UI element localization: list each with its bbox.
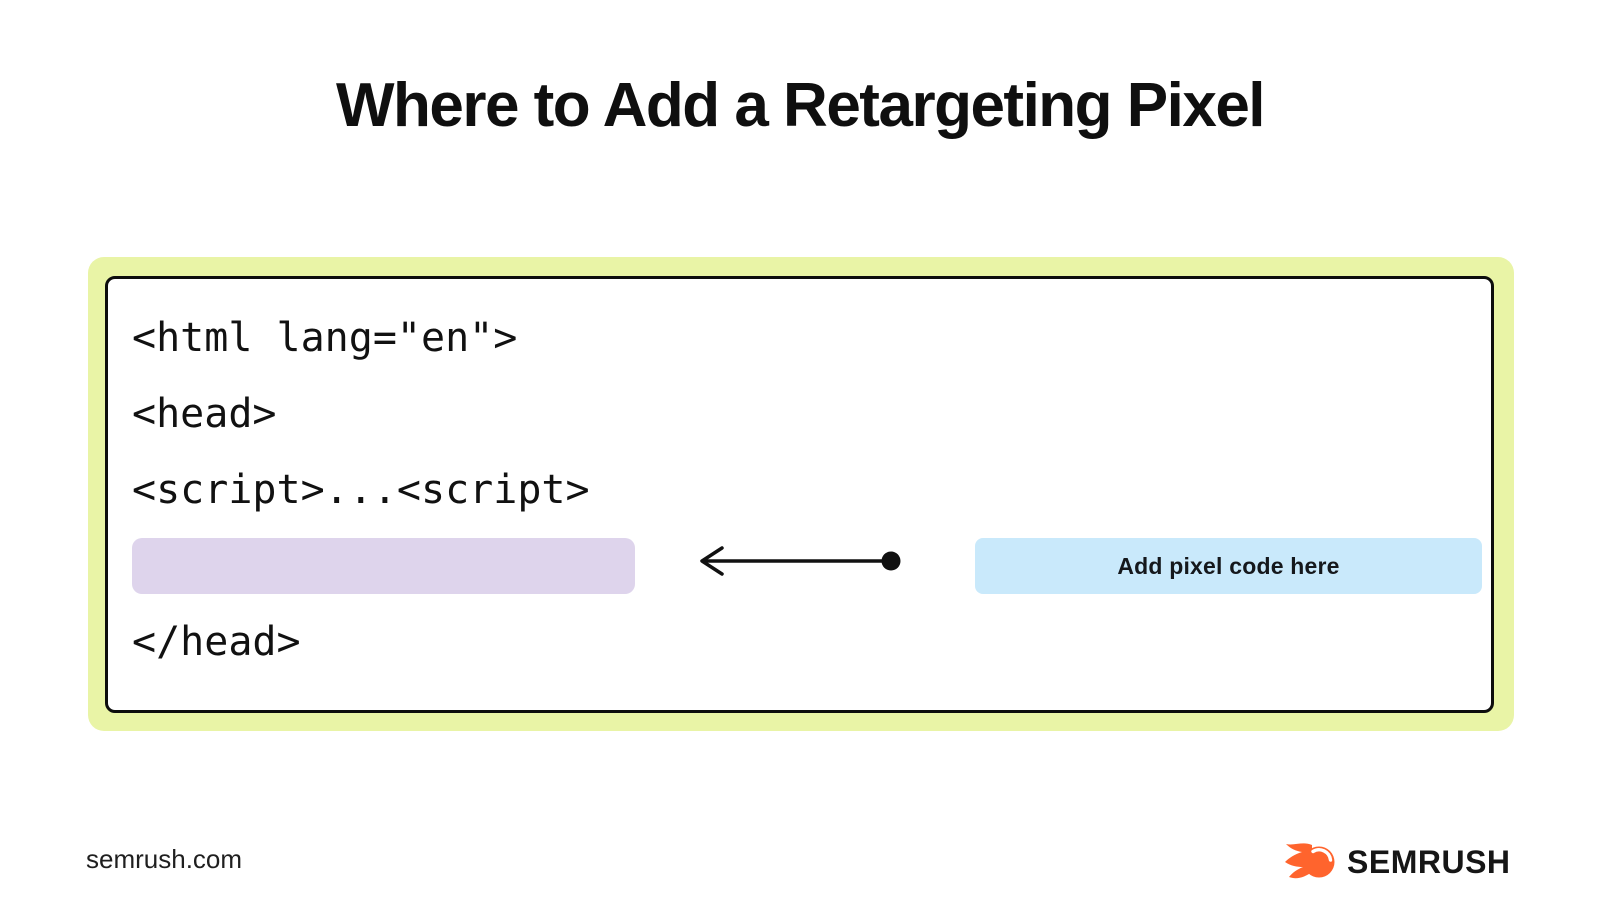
code-line-html-open: <html lang="en"> <box>132 315 518 361</box>
code-line-head-close: </head> <box>132 619 301 665</box>
code-snippet-box: <html lang="en"> <head> <script>...<scri… <box>105 276 1494 713</box>
semrush-logo: SEMRUSH <box>1284 838 1511 886</box>
code-line-script: <script>...<script> <box>132 467 590 513</box>
pixel-code-callout: Add pixel code here <box>975 538 1482 594</box>
arrow-left-icon <box>700 546 901 576</box>
diagram-frame: <html lang="en"> <head> <script>...<scri… <box>88 257 1514 731</box>
page-title: Where to Add a Retargeting Pixel <box>335 71 1266 140</box>
semrush-logo-icon <box>1285 843 1335 879</box>
footer-site-url: semrush.com <box>86 844 243 874</box>
pixel-placeholder-highlight <box>132 538 635 594</box>
code-line-head-open: <head> <box>132 391 277 437</box>
pixel-code-callout-label: Add pixel code here <box>1117 552 1340 579</box>
semrush-logo-text: SEMRUSH <box>1347 843 1511 880</box>
